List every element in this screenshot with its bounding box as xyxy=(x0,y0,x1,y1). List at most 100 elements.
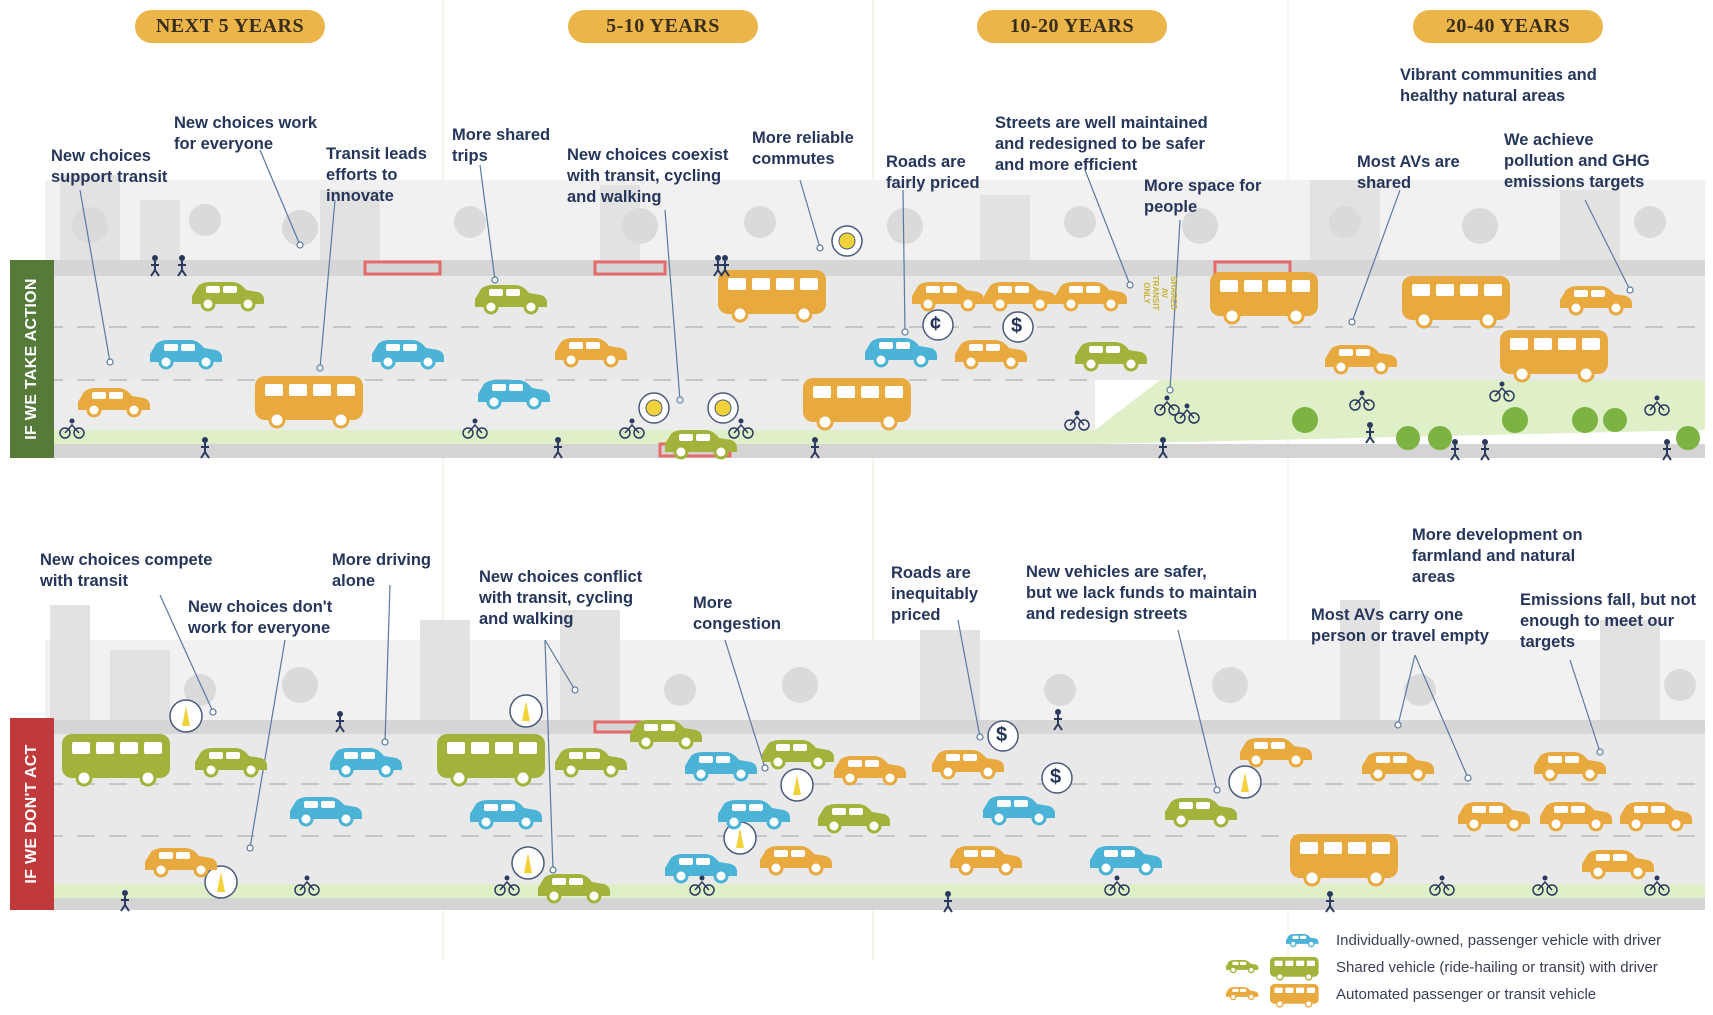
pedestrian-icon xyxy=(553,437,563,459)
legend-automated-car-icon xyxy=(1226,987,1259,1001)
label-vibrant-communities: Vibrant communities and healthy natural … xyxy=(1400,66,1597,105)
pedestrian-icon xyxy=(1325,891,1335,913)
cyclist-icon xyxy=(689,875,715,896)
vehicle-bus-a xyxy=(255,376,363,429)
vehicle-bus-a xyxy=(803,378,911,431)
label-new-choices-work-for-everyone: New choices work for everyone xyxy=(174,114,318,153)
vehicle-car-a xyxy=(984,282,1056,312)
leader-lines xyxy=(79,149,1634,874)
label-more-shared-trips: More shared trips xyxy=(452,126,551,165)
vehicle-car-a xyxy=(1560,286,1632,316)
pedestrian-icon xyxy=(150,255,160,277)
vehicle-car-a xyxy=(1534,752,1606,782)
vehicle-car-p xyxy=(478,380,550,410)
label-new-choices-compete: New choices compete with transit xyxy=(40,551,213,590)
label-achieve-emissions-targets: We achieve pollution and GHG emissions t… xyxy=(1504,131,1650,191)
legend-shared-vehicle: Shared vehicle (ride-hailing or transit)… xyxy=(1336,959,1658,976)
vehicle-car-a xyxy=(1620,802,1692,832)
cyclist-icon xyxy=(1154,395,1180,416)
cyclist-icon xyxy=(1064,410,1090,431)
cyclist-icon xyxy=(1644,875,1670,896)
legend-shared-car-icon xyxy=(1226,960,1259,974)
side-label-no-action: IF WE DON'T ACT xyxy=(10,718,54,910)
legend-automated-bus-icon xyxy=(1270,984,1319,1008)
vehicle-car-a xyxy=(145,848,217,878)
cyclist-icon xyxy=(619,418,645,439)
vehicle-car-a xyxy=(1240,738,1312,768)
vehicle-bus-a xyxy=(1290,834,1398,887)
vehicle-car-s xyxy=(475,285,547,315)
legend-icons xyxy=(1226,934,1319,1008)
vehicle-car-p xyxy=(685,752,757,782)
label-more-reliable-commutes: More reliable commutes xyxy=(752,129,854,168)
vehicle-car-p xyxy=(372,340,444,370)
pedestrian-icon xyxy=(120,890,130,912)
vehicle-car-s xyxy=(555,748,627,778)
cyclist-icon xyxy=(59,418,85,439)
cyclist-icon xyxy=(494,875,520,896)
cent-symbol: ¢ xyxy=(930,313,942,335)
pedestrian-icon xyxy=(1662,439,1672,461)
pedestrian-icon xyxy=(720,255,730,277)
period-10-20-years: 10-20 YEARS xyxy=(977,10,1167,43)
label-more-driving-alone: More driving alone xyxy=(332,551,432,590)
vehicle-car-a xyxy=(950,846,1022,876)
vehicle-car-p xyxy=(290,797,362,827)
period-5-10-years: 5-10 YEARS xyxy=(568,10,758,43)
vehicle-car-a xyxy=(932,750,1004,780)
vehicle-bus-s xyxy=(62,734,170,787)
cyclist-icon xyxy=(1174,403,1200,424)
vehicle-car-a xyxy=(1055,282,1127,312)
label-most-avs-shared: Most AVs are shared xyxy=(1357,153,1460,192)
cyclist-icon xyxy=(1349,390,1375,411)
vehicle-car-p xyxy=(470,800,542,830)
vehicle-car-p xyxy=(665,854,737,884)
vehicle-car-p xyxy=(1090,846,1162,876)
cyclist-icon xyxy=(1104,875,1130,896)
vehicle-car-p xyxy=(150,340,222,370)
pedestrian-icon xyxy=(810,437,820,459)
label-transit-leads-efforts: Transit leads efforts to innovate xyxy=(326,145,427,205)
vehicle-car-a xyxy=(912,282,984,312)
vehicle-car-s xyxy=(665,430,737,460)
period-20-40-years: 20-40 YEARS xyxy=(1413,10,1603,43)
vehicle-car-a xyxy=(834,756,906,786)
vehicles xyxy=(62,270,1692,904)
transit-only-sign: SHARED AV TRANSIT ONLY xyxy=(1142,275,1178,311)
vehicle-car-a xyxy=(78,388,150,418)
cyclist-icon xyxy=(1644,395,1670,416)
label-new-choices-support-transit: New choices support transit xyxy=(51,147,168,186)
label-new-choices-coexist: New choices coexist with transit, cyclin… xyxy=(567,146,729,206)
pedestrian-icon xyxy=(1158,437,1168,459)
pedestrian-icon xyxy=(1053,709,1063,731)
label-streets-well-maintained: Streets are well maintained and redesign… xyxy=(995,114,1208,174)
cyclist-icon xyxy=(728,418,754,439)
vehicle-car-s xyxy=(762,740,834,770)
pedestrian-icon xyxy=(177,255,187,277)
pedestrian-icon xyxy=(1450,439,1460,461)
vehicle-car-a xyxy=(955,340,1027,370)
vehicle-car-p xyxy=(865,338,937,368)
vehicle-bus-a xyxy=(1210,272,1318,325)
vehicle-car-a xyxy=(1458,802,1530,832)
pedestrian-icon xyxy=(943,891,953,913)
dollar-symbol: $ xyxy=(996,724,1008,746)
legend-automated-vehicle: Automated passenger or transit vehicle xyxy=(1336,986,1597,1003)
vehicle-car-a xyxy=(1325,345,1397,375)
label-more-development-farmland: More development on farmland and natural… xyxy=(1412,526,1583,586)
pedestrian-icon xyxy=(1480,439,1490,461)
legend-private-vehicle: Individually-owned, passenger vehicle wi… xyxy=(1336,932,1662,949)
vehicle-bus-a xyxy=(718,270,826,323)
dollar-symbol: $ xyxy=(1011,315,1023,337)
label-roads-inequitably-priced: Roads are inequitably priced xyxy=(891,564,979,624)
label-new-choices-dont-work: New choices don't work for everyone xyxy=(188,598,333,637)
legend-shared-bus-icon xyxy=(1270,957,1319,981)
pedestrian-icon xyxy=(713,255,723,277)
cyclist-icon xyxy=(294,875,320,896)
vehicle-bus-a xyxy=(1500,330,1608,383)
label-more-space-for-people: More space for people xyxy=(1144,177,1262,216)
vehicle-car-a xyxy=(1540,802,1612,832)
vehicle-bus-a xyxy=(1402,276,1510,329)
vehicle-car-s xyxy=(630,720,702,750)
